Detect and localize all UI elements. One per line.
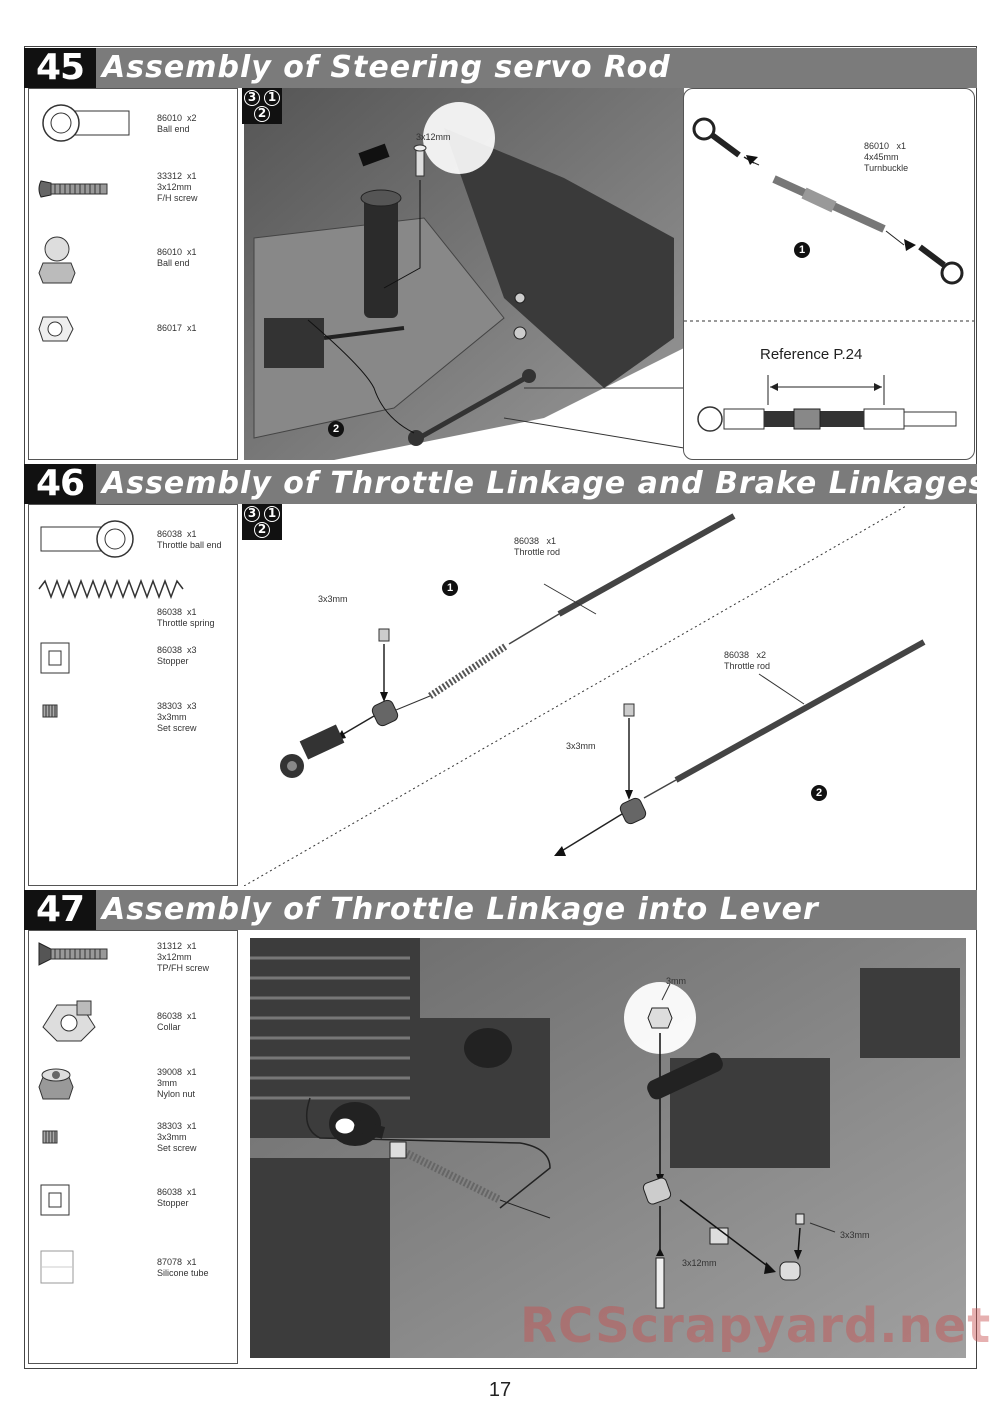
nylon-nut-icon xyxy=(38,1068,74,1100)
watermark: RCScrapyard.net xyxy=(520,1298,992,1354)
parts-list-45: 86010 x2 Ball end 33312 x1 3x12mm F/H sc… xyxy=(28,88,238,460)
step-number: 45 xyxy=(24,48,96,88)
part-label: 33312 x1 3x12mm F/H screw xyxy=(157,171,198,203)
collar-icon xyxy=(42,1000,96,1042)
screw-icon xyxy=(38,180,108,198)
ball-end-icon xyxy=(42,104,130,142)
part-label: 38303 x1 3x3mm Set screw xyxy=(157,1121,197,1153)
part-label: 86017 x1 xyxy=(157,323,197,333)
step-47-illustration: 3mm 3x12mm 3x3mm xyxy=(250,938,966,1358)
nut-icon xyxy=(38,316,74,342)
ball-stud-icon xyxy=(38,236,76,284)
turnbuckle-label: 86010 x1 4x45mm Turnbuckle xyxy=(864,141,909,173)
step-number: 46 xyxy=(24,464,96,504)
throttle-rod-label-1: 86038 x1 Throttle rod xyxy=(514,536,561,557)
step-46-header: 46 Assembly of Throttle Linkage and Brak… xyxy=(24,464,986,504)
screw-size-label: 3x12mm xyxy=(682,1258,717,1268)
throttle-rod-label-2: 86038 x2 Throttle rod xyxy=(724,650,771,671)
step-45-illustration: 3x12mm 2 xyxy=(244,88,685,460)
part-label: 38303 x3 3x3mm Set screw xyxy=(157,701,197,733)
turnbuckle-drawing xyxy=(684,117,974,432)
part-label: 86038 x1 Stopper xyxy=(157,1187,197,1208)
set-screw-size-label: 3x3mm xyxy=(318,594,348,604)
set-screw-icon xyxy=(42,704,58,718)
part-label: 86038 x3 Stopper xyxy=(157,645,197,666)
part-label: 86038 x1 Throttle spring xyxy=(157,607,215,628)
step-46-illustration: 86038 x1 Throttle rod 86038 x2 Throttle … xyxy=(243,504,974,887)
silicone-tube-icon xyxy=(40,1250,74,1284)
step-title: Assembly of Steering servo Rod xyxy=(102,50,671,85)
set-screw-size-label: 3x3mm xyxy=(566,741,596,751)
step-47-header: 47 Assembly of Throttle Linkage into Lev… xyxy=(24,890,977,930)
set-screw-size-label: 3x3mm xyxy=(840,1230,870,1240)
throttle-linkage-drawing xyxy=(243,505,926,887)
part-label: 86038 x1 Collar xyxy=(157,1011,197,1032)
part-label: 87078 x1 Silicone tube xyxy=(157,1257,209,1278)
part-label: 86010 x1 Ball end xyxy=(157,247,197,268)
step-1-marker: 1 xyxy=(794,242,810,258)
chassis-front-drawing xyxy=(244,88,685,460)
step-45-header: 45 Assembly of Steering servo Rod xyxy=(24,48,977,88)
stopper-icon xyxy=(40,642,70,674)
assembly-order-badge: 3 1 2 xyxy=(242,504,282,540)
step-title: Assembly of Throttle Linkage into Lever xyxy=(102,892,819,927)
screw-icon xyxy=(38,942,108,966)
step-number: 47 xyxy=(24,890,96,930)
assembly-order-badge: 3 1 2 xyxy=(242,88,282,124)
step-2-marker: 2 xyxy=(328,421,344,437)
turnbuckle-detail-inset: 86010 x1 4x45mm Turnbuckle 1 xyxy=(683,88,975,460)
reference-label: Reference P.24 xyxy=(760,346,863,363)
nut-size-label: 3mm xyxy=(666,976,686,986)
parts-list-46: 86038 x1 Throttle ball end 86038 x1 Thro… xyxy=(28,504,238,886)
throttle-lever-drawing xyxy=(250,938,966,1358)
part-label: 86038 x1 Throttle ball end xyxy=(157,529,222,550)
step-2-marker: 2 xyxy=(811,785,827,801)
ball-end-icon xyxy=(40,520,134,558)
part-label: 86010 x2 Ball end xyxy=(157,113,197,134)
step-title: Assembly of Throttle Linkage and Brake L… xyxy=(102,466,988,501)
parts-list-47: 31312 x1 3x12mm TP/FH screw 86038 x1 Col… xyxy=(28,930,238,1364)
part-label: 39008 x1 3mm Nylon nut xyxy=(157,1067,197,1099)
spring-icon xyxy=(38,579,184,599)
step-1-marker: 1 xyxy=(442,580,458,596)
set-screw-icon xyxy=(42,1130,58,1144)
page-frame xyxy=(24,46,977,1369)
stopper-icon xyxy=(40,1184,70,1216)
page-number: 17 xyxy=(488,1379,512,1401)
screw-size-label: 3x12mm xyxy=(416,132,451,142)
part-label: 31312 x1 3x12mm TP/FH screw xyxy=(157,941,210,973)
